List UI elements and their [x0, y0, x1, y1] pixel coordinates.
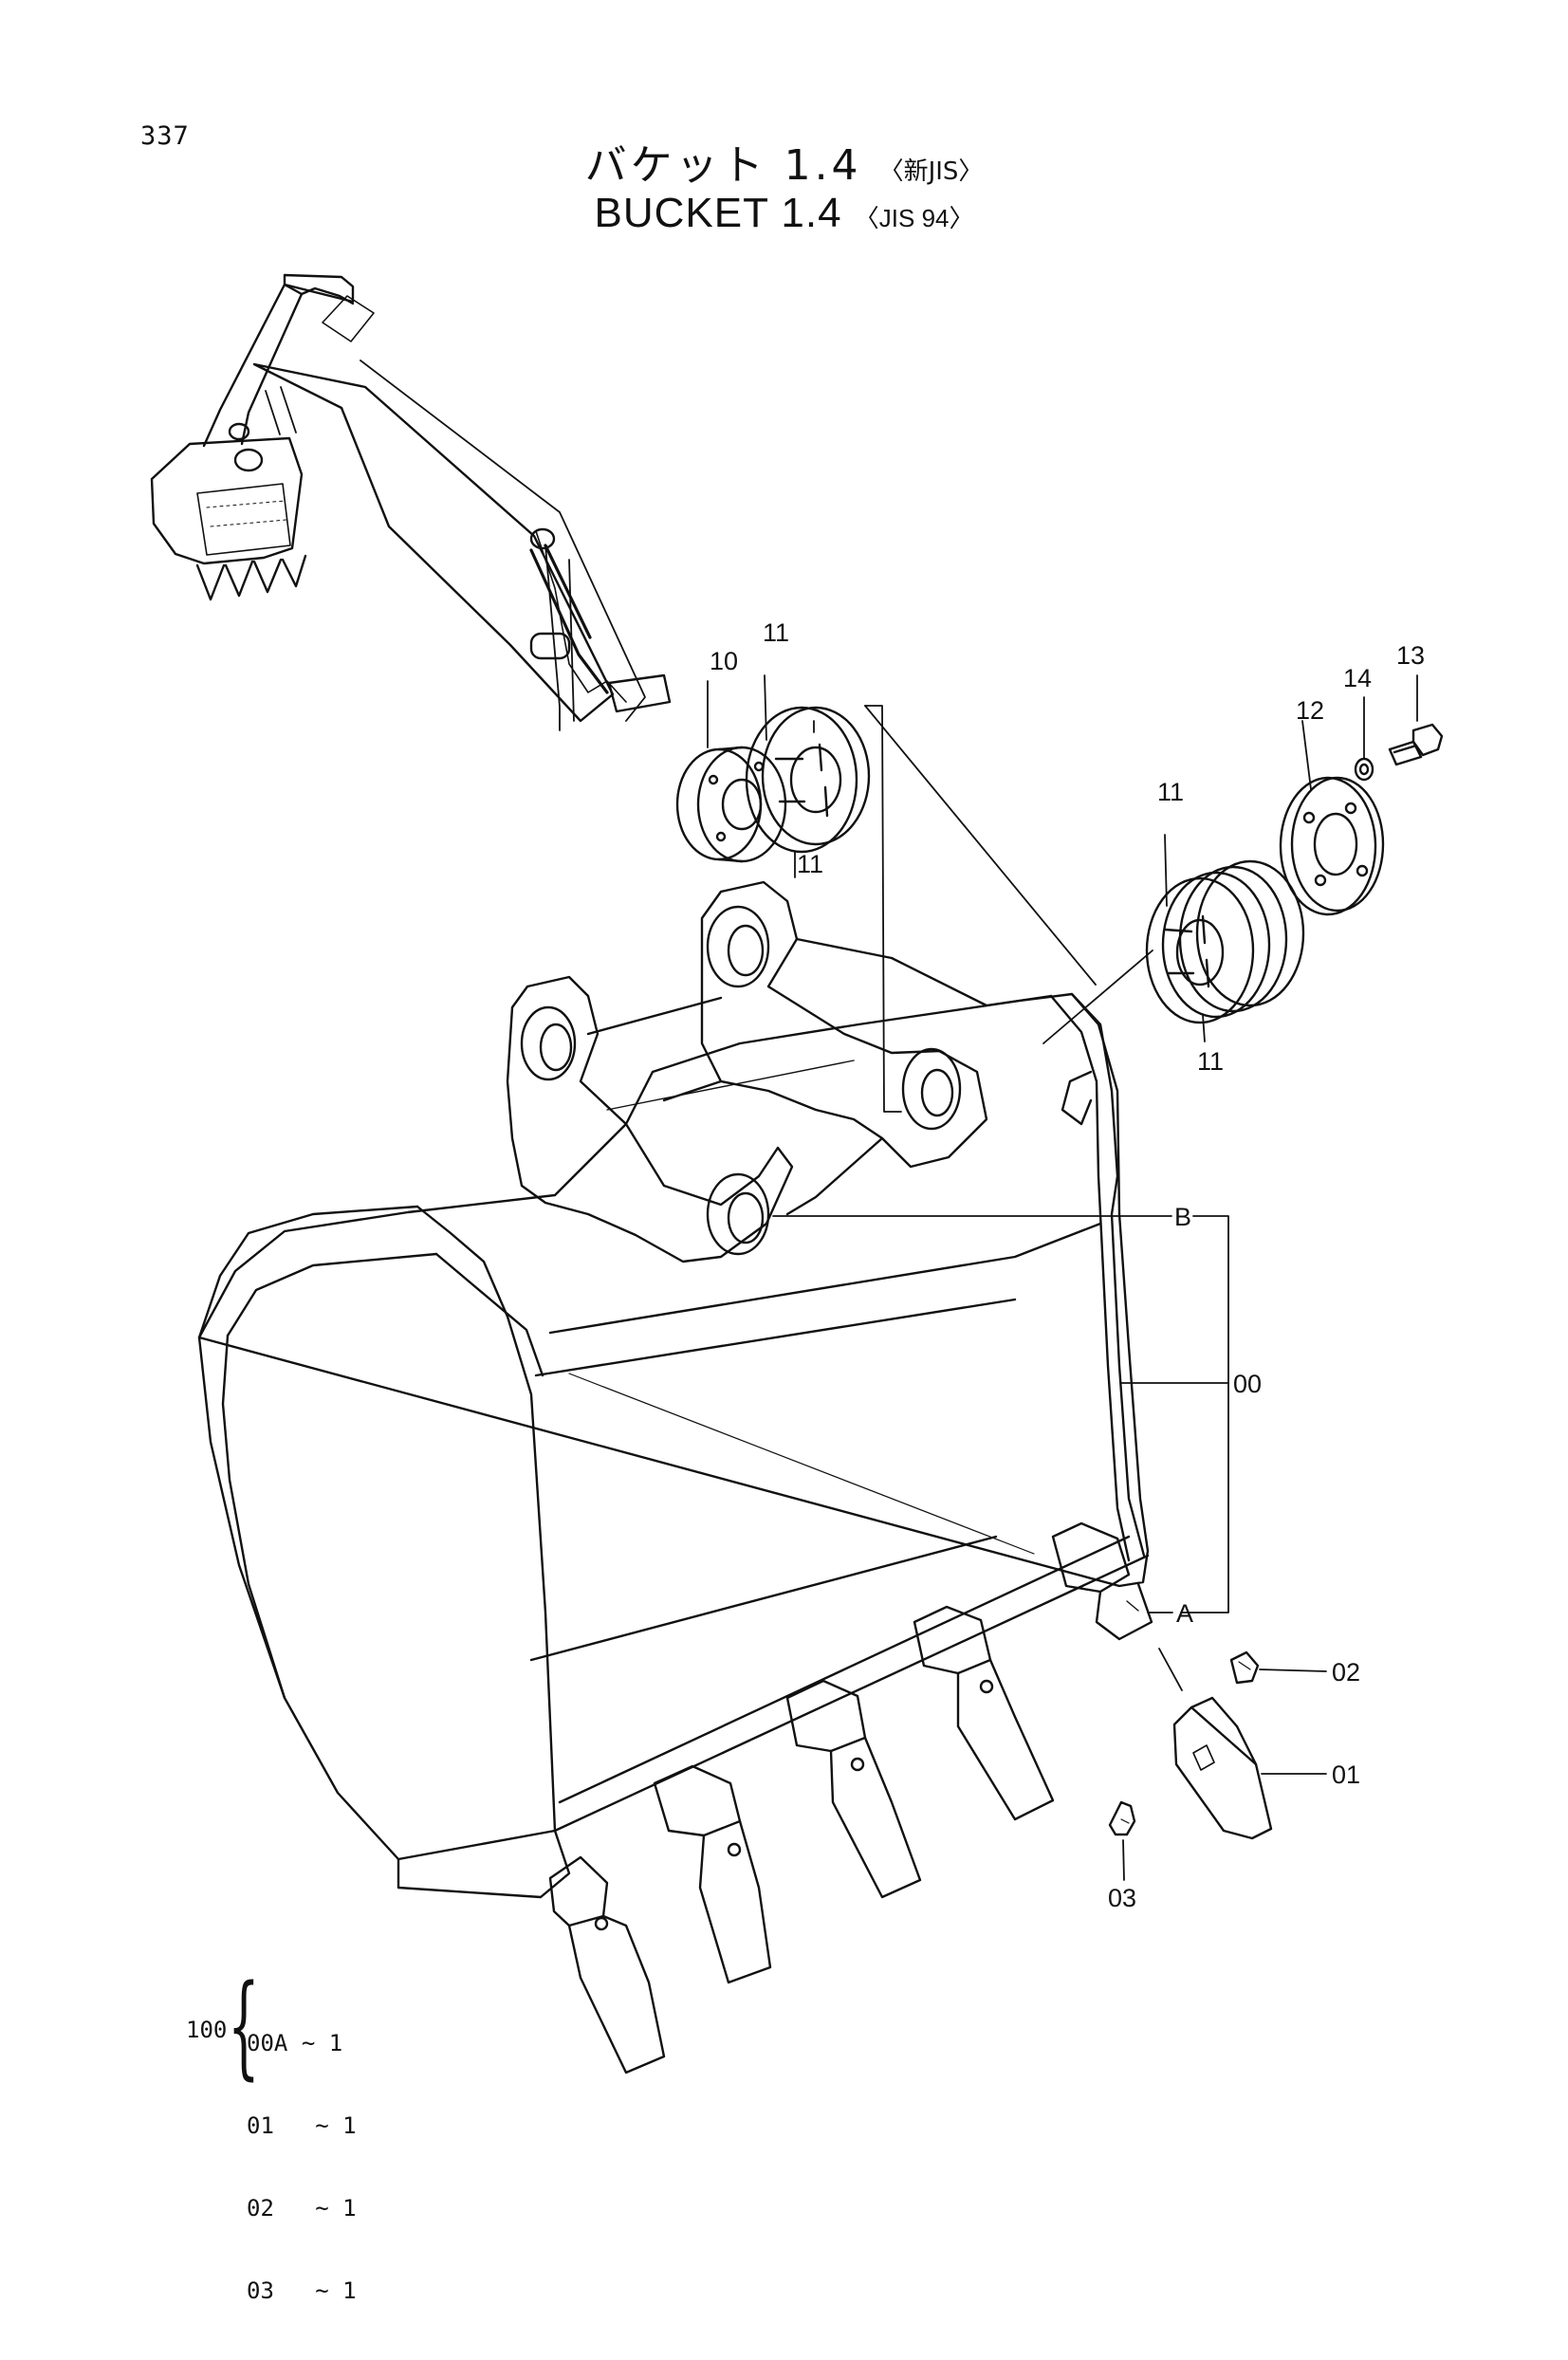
parts-set-item: 03 ~ 1 — [247, 2277, 357, 2304]
tooth-1 — [548, 1855, 666, 2074]
callout-11-below: 11 — [797, 850, 823, 878]
callout-A: A — [1176, 1599, 1193, 1628]
callout-11-top: 11 — [763, 618, 789, 647]
parts-set-item: 00A ~ 1 — [247, 2030, 343, 2056]
callout-14: 14 — [1343, 664, 1372, 692]
tooth-5 — [1051, 1521, 1153, 1641]
title-japanese: バケット 1.4 〈新JIS〉 — [0, 131, 1568, 192]
parts-set-id: 100 — [186, 2017, 228, 2043]
title-english-main: BUCKET 1.4 — [594, 190, 842, 236]
tooth-4 — [913, 1605, 1055, 1821]
parts-set-item: 01 ~ 1 — [247, 2112, 357, 2139]
callout-B: B — [1174, 1203, 1191, 1231]
part-14-washer — [1354, 757, 1374, 782]
callout-00: 00 — [1233, 1370, 1262, 1398]
title-english-standard: 〈JIS 94〉 — [854, 204, 974, 232]
tooth-lock-03 — [1108, 1800, 1136, 1836]
title-japanese-standard: 〈新JIS〉 — [878, 157, 984, 186]
tooth-exploded — [1172, 1696, 1273, 1840]
callout-13: 13 — [1396, 641, 1425, 670]
callout-11-stack-bottom: 11 — [1197, 1047, 1224, 1076]
callout-11-stack-top: 11 — [1157, 778, 1184, 806]
bucket-body — [197, 992, 1150, 1899]
tooth-pin-02 — [1229, 1650, 1260, 1685]
callout-12: 12 — [1296, 696, 1324, 725]
tooth-2 — [653, 1764, 772, 1984]
parts-set-brace: { — [228, 1960, 260, 2091]
tooth-3 — [785, 1679, 922, 1899]
page-number: 337 — [140, 121, 190, 151]
title-japanese-main: バケット 1.4 — [584, 141, 862, 190]
callout-10: 10 — [710, 647, 738, 675]
excavator-arm-thumbnail — [150, 273, 672, 731]
parts-set-item: 02 ~ 1 — [247, 2195, 357, 2222]
part-13-bolt — [1388, 723, 1444, 766]
bucket-bracket — [506, 880, 988, 1263]
parts-set-list: 00A ~ 1 01 ~ 1 02 ~ 1 03 ~ 1 — [247, 1975, 357, 2360]
leader-lines — [707, 674, 1418, 1881]
callout-02: 02 — [1332, 1658, 1360, 1687]
part-10-boss — [675, 746, 787, 863]
callout-03: 03 — [1108, 1884, 1136, 1912]
part-12-plate — [1279, 776, 1385, 916]
part-11-shim-upper — [745, 706, 871, 854]
callout-01: 01 — [1332, 1761, 1360, 1789]
part-11-shim-stack — [1145, 859, 1305, 1024]
bucket-teeth — [548, 1521, 1273, 2074]
title-english: BUCKET 1.4 〈JIS 94〉 — [0, 190, 1568, 237]
exploded-parts-diagram: 10 11 11 11 11 12 13 14 B 00 A 02 01 03 — [150, 273, 1444, 2074]
